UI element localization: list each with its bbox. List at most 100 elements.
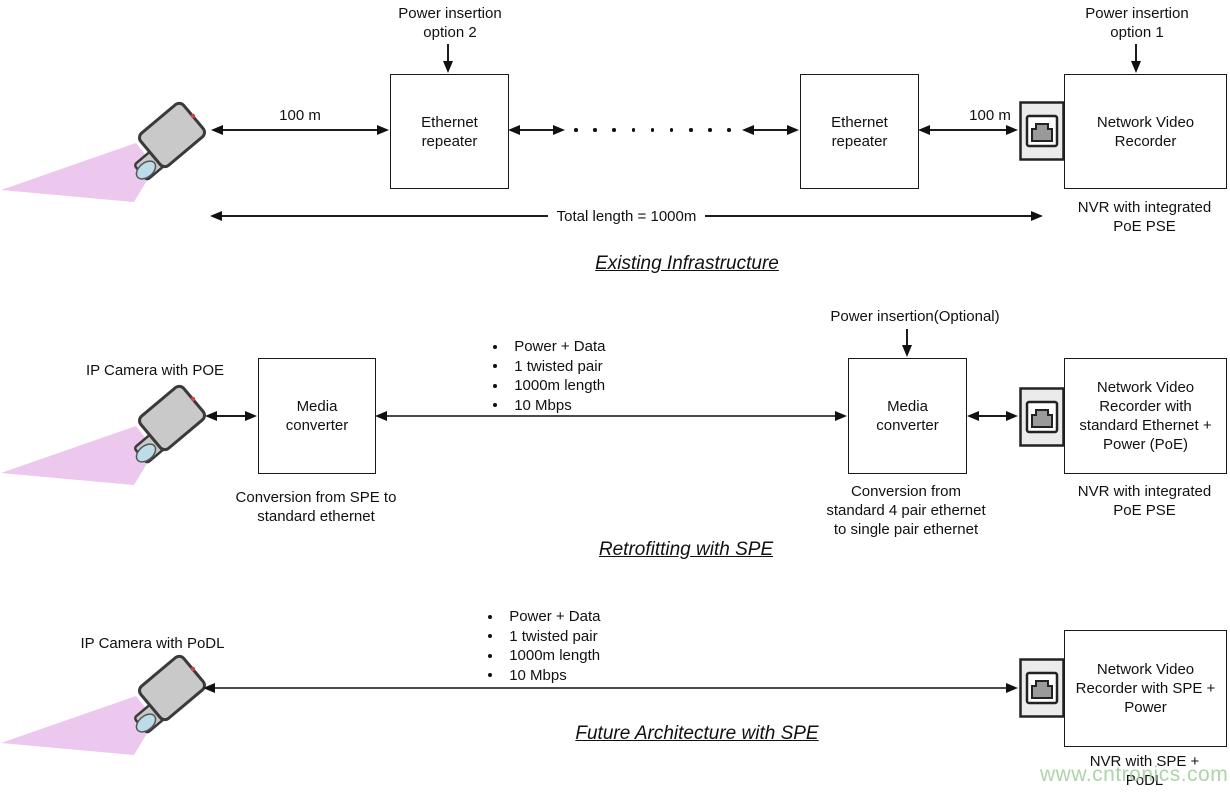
spe-long-link <box>375 410 847 422</box>
arrow-head-left <box>508 125 520 135</box>
bullet-dot <box>488 614 493 619</box>
ellipsis-dot <box>689 128 693 132</box>
camera-light-cone <box>1 143 155 202</box>
media-converter2-caption: Conversion from standard 4 pair ethernet… <box>826 483 986 538</box>
list-item: 1000m length <box>480 646 600 666</box>
bullet-dot <box>488 634 493 639</box>
camera-light-cone <box>1 426 155 485</box>
ethernet-repeater1-box: Ethernet repeater <box>390 74 509 189</box>
nvr1-caption: NVR with integrated PoE PSE <box>1077 199 1212 235</box>
power-insertion-option2-label: Power insertion option 2 <box>398 5 502 41</box>
camera-lens <box>135 713 157 733</box>
total-length-arrow: Total length = 1000m <box>210 206 1043 226</box>
list-item: 10 Mbps <box>480 666 600 686</box>
bullet-text: 1000m length <box>514 377 606 395</box>
arrow-shaft <box>754 129 787 131</box>
ellipsis-dot <box>612 128 616 132</box>
rj45-plug <box>1031 409 1053 428</box>
rj45-port-icon <box>1019 101 1065 161</box>
arrow-shaft <box>447 44 449 61</box>
arrow-shaft <box>520 129 553 131</box>
rj45-plug <box>1031 123 1053 142</box>
link2-distance-label: 100 m <box>969 107 1011 124</box>
camera-to-converter-link <box>205 410 257 422</box>
media-converter2-label: Media converter <box>876 398 939 434</box>
arrow-head-left <box>210 211 222 221</box>
camera-led <box>190 113 196 119</box>
media-converter1-box: Media converter <box>258 358 376 474</box>
ip-camera-poe-label: IP Camera with POE <box>85 362 225 379</box>
nvr2-caption: NVR with integrated PoE PSE <box>1077 483 1212 519</box>
bullet-text: 1 twisted pair <box>509 627 598 645</box>
bullet-text: 1 twisted pair <box>514 357 603 375</box>
ellipsis-dot <box>727 128 731 132</box>
arrow-head-left <box>205 411 217 421</box>
repeater1-right-link <box>508 124 565 136</box>
bullet-text: 1000m length <box>509 647 601 665</box>
arrow-head-left <box>742 125 754 135</box>
spe-link-properties-list: Power + Data 1 twisted pair 1000m length… <box>485 337 605 415</box>
bullet-dot <box>493 383 498 388</box>
bullet-dot <box>493 364 498 369</box>
rj45-port-icon <box>1019 658 1065 718</box>
arrow-head-left <box>375 411 387 421</box>
nvr3-box: Network Video Recorder with SPE + Power <box>1064 630 1227 747</box>
arrow-head-right <box>1031 211 1043 221</box>
ellipsis-dot <box>631 128 636 132</box>
arrow-head-right <box>377 125 389 135</box>
total-length-label: Total length = 1000m <box>556 207 697 225</box>
arrow-head-down <box>1131 61 1141 73</box>
arrow-head-right <box>1006 411 1018 421</box>
rj45-port-icon <box>1019 387 1065 447</box>
repeater2-left-link <box>742 124 799 136</box>
camera-to-repeater1-link <box>211 124 389 136</box>
arrow-shaft <box>223 129 377 131</box>
arrow-head-down <box>443 61 453 73</box>
camera-to-nvr-direct-link <box>203 682 1018 694</box>
ip-camera-podl-label: IP Camera with PoDL <box>80 635 225 652</box>
section1-title: Existing Infrastructure <box>595 253 779 274</box>
arrow-shaft <box>1135 44 1137 61</box>
rj45-plug <box>1031 680 1053 699</box>
arrow-head-left <box>918 125 930 135</box>
ethernet-repeater2-box: Ethernet repeater <box>800 74 919 189</box>
arrow-shaft <box>222 215 548 217</box>
arrow-shaft <box>217 415 245 417</box>
nvr1-box: Network Video Recorder <box>1064 74 1227 189</box>
arrow-head-left <box>203 683 215 693</box>
ethernet-repeater2-label: Ethernet repeater <box>831 113 888 150</box>
camera-lens <box>135 160 157 180</box>
media-converter2-box: Media converter <box>848 358 967 474</box>
arrow-head-right <box>553 125 565 135</box>
ellipsis-dot <box>650 128 655 132</box>
ellipsis-dot <box>708 128 712 132</box>
arrow-head-left <box>967 411 979 421</box>
nvr3-label: Network Video Recorder with SPE + Power <box>1075 661 1216 716</box>
arrow-head-right <box>245 411 257 421</box>
repeater2-to-nvr-link <box>918 124 1018 136</box>
list-item: 1 twisted pair <box>485 357 605 377</box>
ellipsis-dot <box>593 128 597 132</box>
bullet-dot <box>488 653 493 658</box>
nvr2-label: Network Video Recorder with standard Eth… <box>1079 379 1212 453</box>
ip-camera-icon <box>1 101 206 202</box>
chain-ellipsis <box>574 128 731 132</box>
ip-camera-icon <box>1 384 206 485</box>
arrow-shaft <box>906 329 908 345</box>
nvr2-box: Network Video Recorder with standard Eth… <box>1064 358 1227 474</box>
camera-lens <box>135 443 157 463</box>
converter-to-nvr-link <box>967 410 1018 422</box>
nvr3-caption: NVR with SPE + PoDL <box>1089 753 1200 789</box>
nvr1-label: Network Video Recorder <box>1096 113 1195 150</box>
arrow-shaft <box>387 415 835 417</box>
arrow-shaft <box>930 129 1006 131</box>
arrow-head-right <box>1006 683 1018 693</box>
arrow-shaft <box>705 215 1031 217</box>
ip-camera-icon <box>1 654 206 755</box>
list-item: 1000m length <box>485 376 605 396</box>
power-insertion-optional-arrow <box>901 329 913 357</box>
arrow-head-down <box>902 345 912 357</box>
bullet-text: Power + Data <box>509 608 601 626</box>
bullet-text: 10 Mbps <box>514 396 572 414</box>
